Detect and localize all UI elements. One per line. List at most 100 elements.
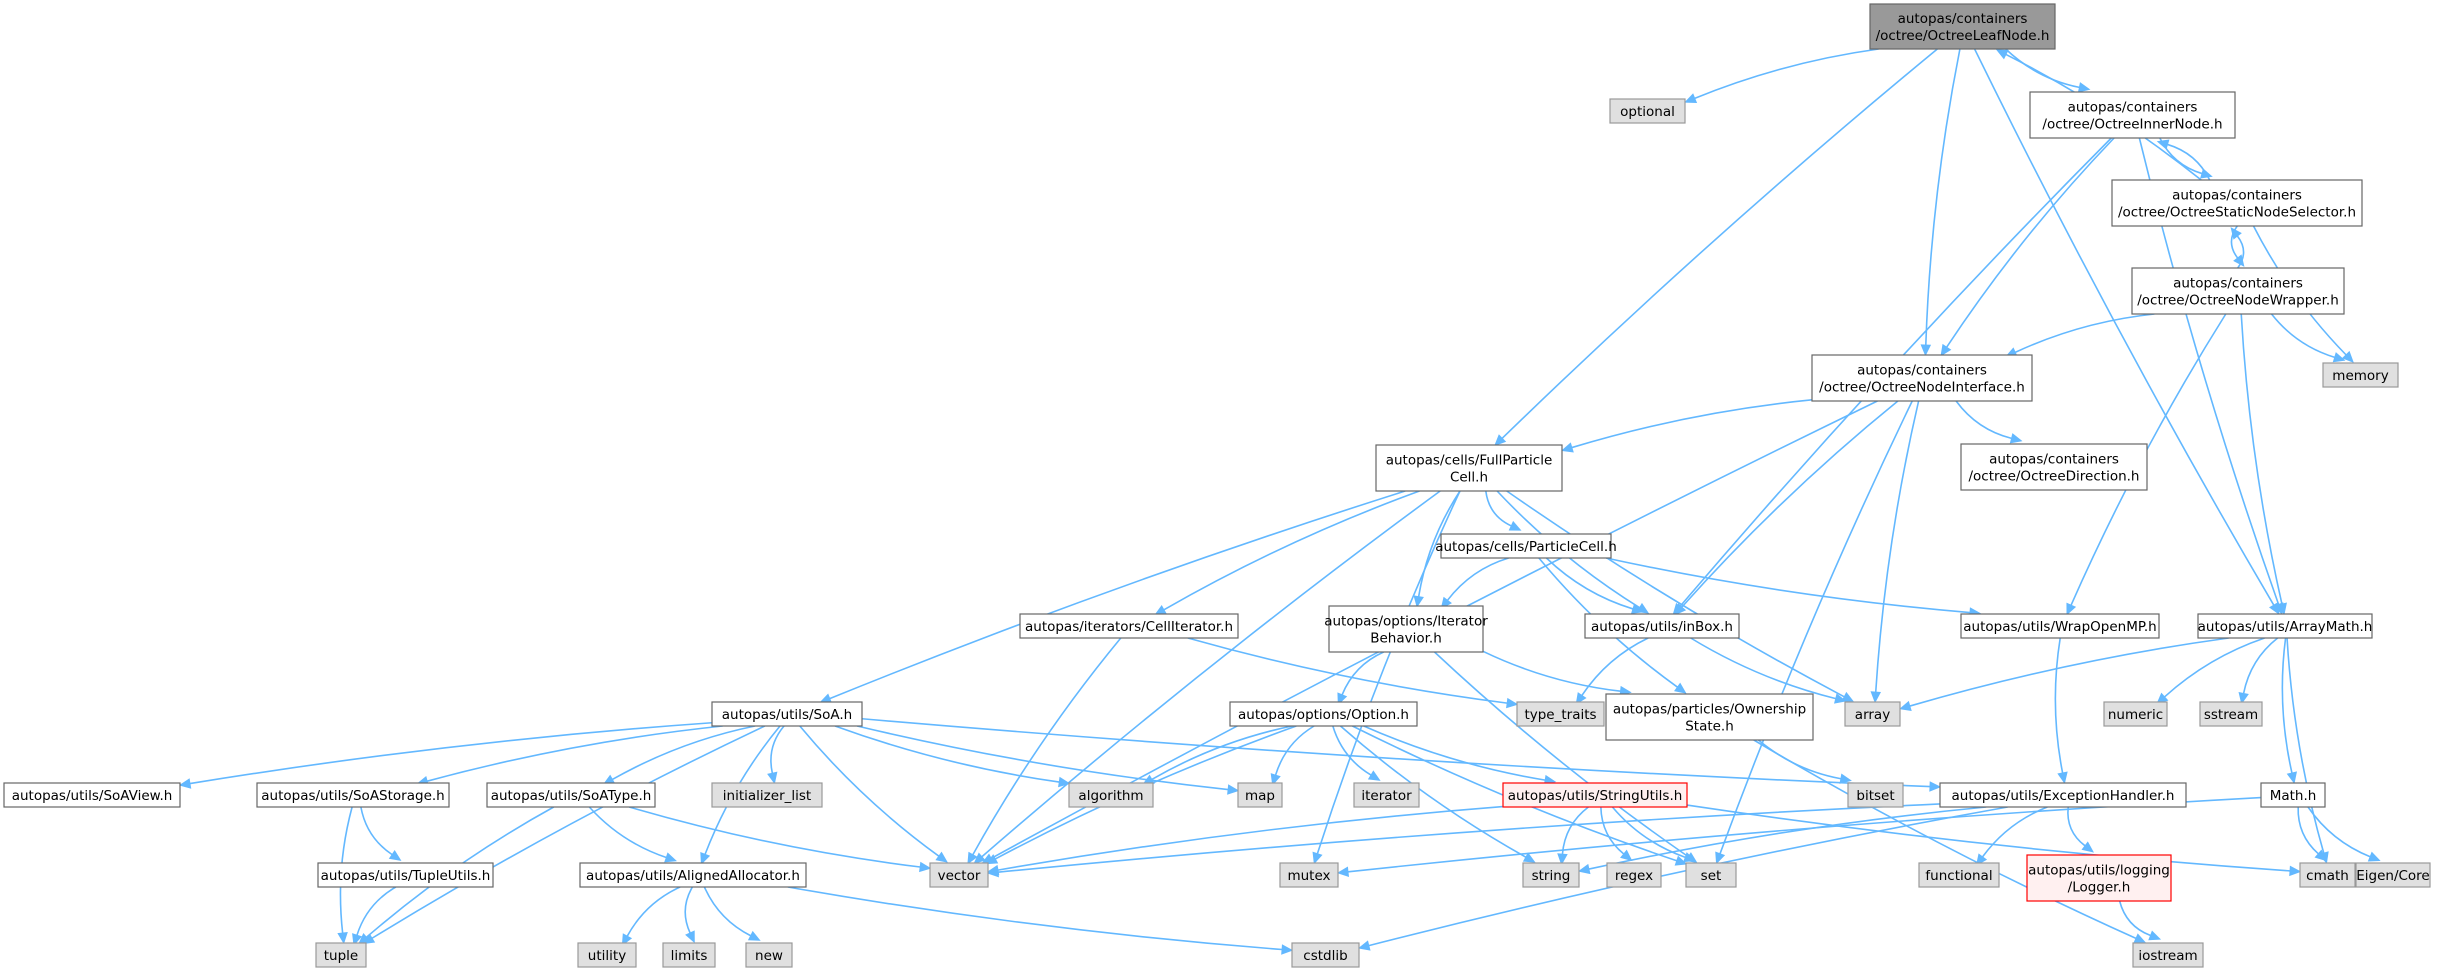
edge-option-to-iterator xyxy=(1332,725,1381,781)
node-nodeinterface[interactable]: autopas/containers/octree/OctreeNodeInte… xyxy=(1811,354,2033,402)
node-regex: regex xyxy=(1606,862,1662,888)
edge-line xyxy=(787,886,1283,951)
node-root[interactable]: autopas/containers/octree/OctreeLeafNode… xyxy=(1869,3,2056,50)
edge-arrowhead xyxy=(1413,595,1424,608)
node-soaview[interactable]: autopas/utils/SoAView.h xyxy=(3,782,181,808)
node-label: functional xyxy=(1925,868,1992,884)
node-alignedallocator[interactable]: autopas/utils/AlignedAllocator.h xyxy=(579,862,807,888)
node-label: autopas/utils/ExceptionHandler.h xyxy=(1952,788,2175,804)
edge-nodewrapper-to-staticselector xyxy=(2230,227,2245,269)
node-array: array xyxy=(1844,701,1901,727)
edge-line xyxy=(834,725,1060,783)
node-label: mutex xyxy=(1287,868,1330,884)
edge-arrowhead xyxy=(2066,602,2077,616)
node-innernode[interactable]: autopas/containers/octree/OctreeInnerNod… xyxy=(2029,91,2236,139)
edge-line xyxy=(1757,739,1842,780)
edge-arrowhead xyxy=(2057,771,2068,785)
edge-celliterator-to-type_traits xyxy=(1187,637,1519,709)
node-arraymath[interactable]: autopas/utils/ArrayMath.h xyxy=(2197,613,2373,639)
edge-arrowhead xyxy=(1995,49,2009,60)
node-nodewrapper[interactable]: autopas/containers/octree/OctreeNodeWrap… xyxy=(2131,267,2345,315)
node-celliterator[interactable]: autopas/iterators/CellIterator.h xyxy=(1019,613,1239,639)
node-box xyxy=(1605,693,1814,741)
edge-line xyxy=(1501,48,1938,439)
edge-line xyxy=(799,725,940,857)
node-box xyxy=(711,782,823,808)
node-logger[interactable]: autopas/utils/logging/Logger.h xyxy=(2026,854,2172,902)
edge-arrowhead xyxy=(685,930,695,944)
edge-line xyxy=(1686,804,2291,872)
edge-fullparticlecell-to-array xyxy=(1506,490,1855,703)
node-label: autopas/utils/inBox.h xyxy=(1591,619,1733,635)
node-label: autopas/utils/ArrayMath.h xyxy=(2198,619,2373,635)
node-wrapopenmp[interactable]: autopas/utils/WrapOpenMP.h xyxy=(1960,613,2160,639)
node-soatype[interactable]: autopas/utils/SoAType.h xyxy=(486,782,656,808)
node-box xyxy=(1229,701,1418,727)
node-label: string xyxy=(1532,868,1571,884)
edge-arrowhead xyxy=(2230,227,2242,240)
node-inbox[interactable]: autopas/utils/inBox.h xyxy=(1584,613,1740,639)
edge-particlecell-to-wrapopenmp xyxy=(1605,557,1982,618)
edge-nodewrapper-to-arraymath xyxy=(2240,313,2287,616)
node-tupleutils[interactable]: autopas/utils/TupleUtils.h xyxy=(317,862,494,888)
edge-nodeinterface-to-set xyxy=(1715,400,1913,865)
node-label: bitset xyxy=(1856,788,1894,804)
node-box xyxy=(1960,613,2160,639)
node-soastorage[interactable]: autopas/utils/SoAStorage.h xyxy=(256,782,450,808)
edge-arraymath-to-array xyxy=(1899,637,2229,711)
edge-particlecell-to-iteratorbehavior xyxy=(1440,557,1509,610)
edge-arrowhead xyxy=(1058,776,1071,788)
edge-line xyxy=(972,637,1122,856)
node-octreedirection[interactable]: autopas/containers/octree/OctreeDirectio… xyxy=(1960,443,2148,491)
node-label: /octree/OctreeNodeWrapper.h xyxy=(2137,293,2339,309)
node-box xyxy=(577,942,637,968)
edge-iteratorbehavior-to-set xyxy=(1433,651,1698,864)
edge-line xyxy=(981,490,1441,858)
node-option[interactable]: autopas/options/Option.h xyxy=(1229,701,1418,727)
node-initializer_list: initializer_list xyxy=(711,782,823,808)
edge-line xyxy=(2005,48,2080,89)
node-optional: optional xyxy=(1609,98,1686,124)
edge-exceptionhandler-to-logger xyxy=(2067,806,2095,853)
edge-root-to-innernode xyxy=(2005,48,2091,93)
edge-arrowhead xyxy=(1899,700,1912,711)
edge-arrowhead xyxy=(2276,602,2287,616)
node-map: map xyxy=(1237,782,1283,808)
node-soa[interactable]: autopas/utils/SoA.h xyxy=(711,701,863,727)
edge-arrowhead xyxy=(388,849,402,861)
node-exceptionhandler[interactable]: autopas/utils/ExceptionHandler.h xyxy=(1939,782,2187,808)
edge-line xyxy=(628,806,921,868)
node-eigencore: Eigen/Core xyxy=(2355,862,2431,888)
node-box xyxy=(711,701,863,727)
edge-line xyxy=(856,725,1229,791)
edge-arrowhead xyxy=(767,771,778,785)
node-box xyxy=(1869,3,2056,50)
node-particlecell[interactable]: autopas/cells/ParticleCell.h xyxy=(1435,533,1617,559)
edge-arrowhead xyxy=(2081,841,2095,853)
edge-arrowhead xyxy=(2077,82,2091,93)
edge-arrowhead xyxy=(1715,851,1726,865)
edge-arrowhead xyxy=(1270,773,1281,786)
edge-arrowhead xyxy=(2156,139,2170,150)
node-memory: memory xyxy=(2322,362,2399,388)
edge-soa-to-soatype xyxy=(602,725,756,786)
edge-line xyxy=(1332,725,1372,776)
node-staticselector[interactable]: autopas/containers/octree/OctreeStaticNo… xyxy=(2111,179,2363,227)
node-box xyxy=(662,942,716,968)
edge-line xyxy=(1719,400,1913,855)
node-label: autopas/particles/Ownership xyxy=(1613,702,1806,718)
node-mathh[interactable]: Math.h xyxy=(2260,782,2326,808)
edge-arrowhead xyxy=(1336,866,1350,878)
edge-fullparticlecell-to-celliterator xyxy=(1154,490,1420,616)
node-label: State.h xyxy=(1685,719,1734,735)
edge-arrowhead xyxy=(1940,343,1952,357)
node-label: /octree/OctreeStaticNodeSelector.h xyxy=(2118,205,2356,221)
edge-arrowhead xyxy=(2289,865,2302,877)
node-label: /octree/OctreeLeafNode.h xyxy=(1876,28,2050,44)
edge-arrowhead xyxy=(1312,851,1323,865)
node-box xyxy=(1960,443,2148,491)
node-stringutils[interactable]: autopas/utils/StringUtils.h xyxy=(1502,782,1688,808)
